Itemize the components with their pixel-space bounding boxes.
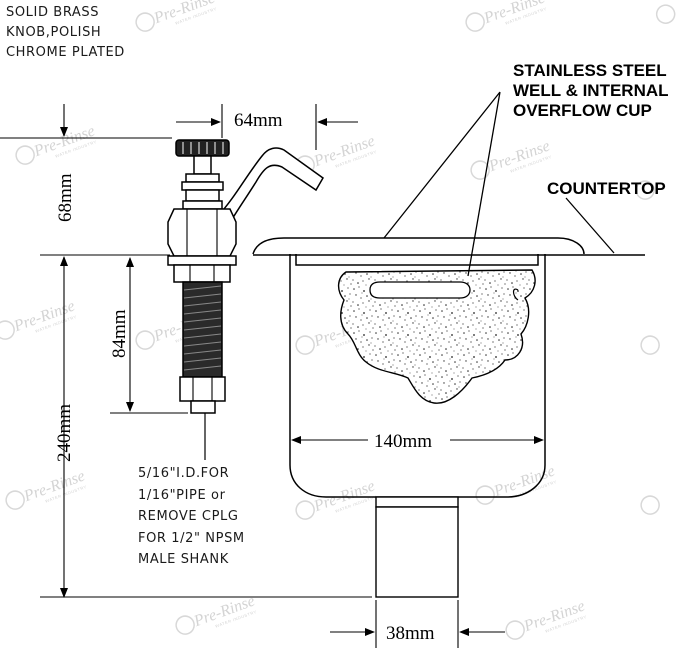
watermark: Pre-Rinse WATER INDUSTRY [0,297,77,340]
dim-shank-length: 84mm [109,309,130,358]
pipe-note-line-1: 5/16"I.D.FOR [138,466,230,481]
solid-brass-line-3: CHROME PLATED [6,45,125,60]
solid-brass-label: SOLID BRASS KNOB,POLISH CHROME PLATED [6,3,125,63]
overflow-cup [337,269,536,404]
watermark [635,180,655,200]
drain-tube [375,496,459,598]
dim-well-width: 140mm [374,431,432,452]
pipe-note-line-4: FOR 1/2" NPSM [138,530,245,546]
dim-spout-height: 68mm [55,173,76,222]
watermark: Pre-Rinse WATER INDUSTRY [175,592,257,635]
watermark: Pre-Rinse WATER INDUSTRY [15,122,97,165]
watermark [655,4,676,24]
stainless-line-2: WELL & INTERNAL [513,81,669,100]
watermark [640,335,660,355]
stainless-steel-label: STAINLESS STEEL WELL & INTERNAL OVERFLOW… [513,61,669,121]
stainless-line-1: STAINLESS STEEL [513,61,667,80]
watermark [640,495,660,515]
watermark: Pre-Rinse WATER INDUSTRY [465,0,547,32]
pipe-note: 5/16"I.D.FOR 1/16"PIPE or REMOVE CPLG FO… [138,463,245,571]
watermark: Pre-Rinse WATER INDUSTRY [475,462,557,505]
solid-brass-line-2: KNOB,POLISH [6,25,102,40]
stainless-leader [383,91,501,277]
dimension-lines [0,104,544,648]
stainless-line-3: OVERFLOW CUP [513,101,652,120]
watermark: Pre-Rinse WATER INDUSTRY [135,0,217,32]
dim-spout-reach: 64mm [234,110,283,131]
countertop-label: COUNTERTOP [547,179,666,198]
watermark: Pre-Rinse WATER INDUSTRY [295,477,377,520]
watermark: Pre-Rinse WATER INDUSTRY [470,137,552,180]
countertop-leader [565,197,615,254]
watermark: Pre-Rinse WATER INDUSTRY [5,467,87,510]
overflow-notch [512,288,519,301]
dim-overall-height: 240mm [54,404,75,462]
faucet [167,139,324,414]
overflow-slot [369,281,471,299]
pipe-note-line-2: 1/16"PIPE or [138,487,226,503]
pipe-note-line-3: REMOVE CPLG [138,509,239,524]
solid-brass-line-1: SOLID BRASS [6,5,100,20]
pipe-note-line-5: MALE SHANK [138,552,229,567]
dim-drain-width: 38mm [386,623,435,644]
shank-threads [183,285,222,371]
watermark: Pre-Rinse WATER INDUSTRY [505,597,587,640]
